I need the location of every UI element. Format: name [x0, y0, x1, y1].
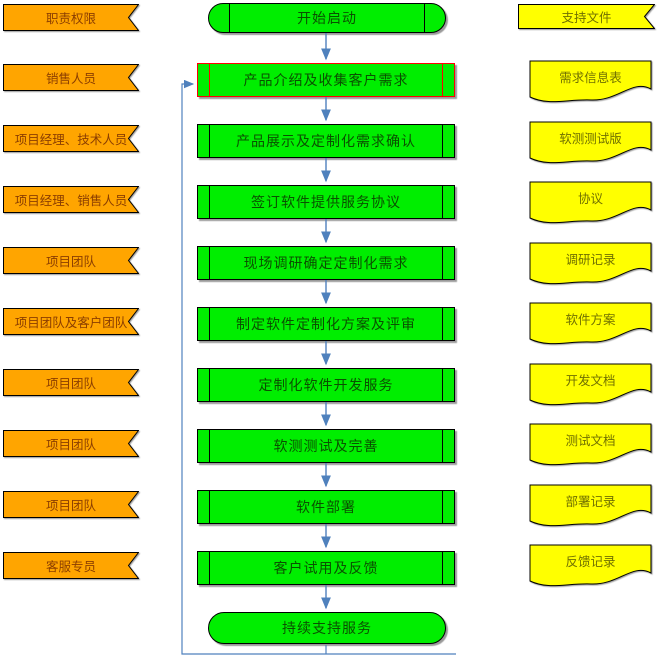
ribbon-shape-icon	[3, 4, 139, 31]
document-icon	[529, 423, 652, 466]
document-shape[interactable]: 调研记录	[529, 242, 652, 286]
process-step-2[interactable]: 产品展示及定制化需求确认	[197, 124, 455, 158]
process-step-label: 定制化软件开发服务	[258, 378, 394, 394]
process-step-4[interactable]: 现场调研确定定制化需求	[197, 246, 455, 280]
document-shape[interactable]: 软测测试版	[529, 121, 652, 165]
document-icon	[529, 484, 652, 527]
process-step-1[interactable]: 产品介绍及收集客户需求	[197, 63, 455, 97]
role-ribbon[interactable]: 项目团队	[3, 491, 139, 518]
process-step-label: 现场调研确定定制化需求	[243, 256, 409, 272]
process-step-8[interactable]: 软件部署	[197, 490, 455, 524]
role-ribbon[interactable]: 项目团队	[3, 430, 139, 457]
process-step-label: 产品介绍及收集客户需求	[243, 73, 409, 89]
document-shape[interactable]: 部署记录	[529, 484, 652, 528]
document-icon	[529, 60, 652, 103]
role-ribbon[interactable]: 项目团队及客户团队	[3, 308, 139, 335]
role-header-ribbon[interactable]: 职责权限	[3, 4, 139, 31]
process-step-9[interactable]: 客户试用及反馈	[197, 551, 455, 585]
process-step-label: 制定软件定制化方案及评审	[236, 317, 416, 333]
ribbon-shape-icon	[3, 125, 139, 152]
process-step-5[interactable]: 制定软件定制化方案及评审	[197, 307, 455, 341]
document-shape[interactable]: 开发文档	[529, 363, 652, 407]
document-shape[interactable]: 需求信息表	[529, 60, 652, 104]
ribbon-shape-icon	[3, 186, 139, 213]
role-ribbon[interactable]: 项目团队	[3, 247, 139, 274]
process-step-label: 软测测试及完善	[273, 439, 379, 455]
document-icon	[529, 302, 652, 345]
start-label: 开始启动	[297, 11, 357, 27]
ribbon-shape-icon	[3, 247, 139, 274]
process-step-label: 签订软件提供服务协议	[251, 195, 401, 211]
ribbon-shape-icon	[3, 430, 139, 457]
document-icon	[529, 544, 652, 587]
process-step-label: 客户试用及反馈	[273, 561, 379, 577]
ribbon-shape-icon	[3, 491, 139, 518]
process-step-label: 产品展示及定制化需求确认	[236, 134, 416, 150]
start-terminator[interactable]: 开始启动	[208, 3, 446, 33]
document-shape[interactable]: 反馈记录	[529, 544, 652, 588]
document-shape[interactable]: 软件方案	[529, 302, 652, 346]
role-ribbon[interactable]: 项目经理、技术人员	[3, 125, 139, 152]
process-step-6[interactable]: 定制化软件开发服务	[197, 368, 455, 402]
ribbon-shape-icon	[3, 369, 139, 396]
ribbon-shape-icon	[3, 552, 139, 579]
process-step-7[interactable]: 软测测试及完善	[197, 429, 455, 463]
end-label: 持续支持服务	[282, 621, 372, 637]
end-terminator[interactable]: 持续支持服务	[208, 612, 446, 644]
role-ribbon[interactable]: 销售人员	[3, 64, 139, 91]
ribbon-shape-icon	[3, 64, 139, 91]
document-shape[interactable]: 协议	[529, 181, 652, 225]
role-ribbon[interactable]: 项目团队	[3, 369, 139, 396]
document-icon	[529, 363, 652, 406]
process-step-3[interactable]: 签订软件提供服务协议	[197, 185, 455, 219]
document-shape[interactable]: 测试文档	[529, 423, 652, 467]
document-icon	[529, 181, 652, 224]
role-ribbon[interactable]: 项目经理、销售人员	[3, 186, 139, 213]
document-icon	[529, 242, 652, 285]
role-ribbon[interactable]: 客服专员	[3, 552, 139, 579]
process-step-label: 软件部署	[296, 500, 356, 516]
ribbon-shape-icon	[518, 4, 655, 29]
ribbon-shape-icon	[3, 308, 139, 335]
documents-header-ribbon[interactable]: 支持文件	[518, 4, 655, 29]
document-icon	[529, 121, 652, 164]
